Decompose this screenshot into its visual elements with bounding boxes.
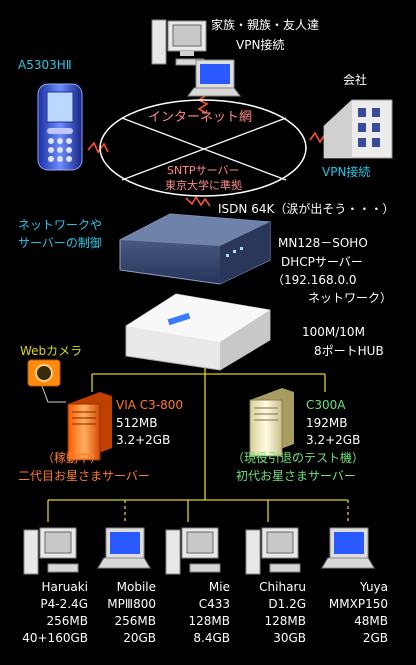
sntp-label-1: SNTPサーバー bbox=[167, 164, 240, 177]
client-mobile-hdd: 20GB bbox=[123, 631, 156, 645]
phone-control-label-1: ネットワークや bbox=[18, 218, 103, 232]
company-label: 会社 bbox=[343, 73, 368, 87]
server-2-mem: 512MB bbox=[116, 416, 158, 430]
router-label-1: MN128－SOHO bbox=[278, 236, 368, 250]
network-wires bbox=[47, 340, 349, 522]
phone-model-label: A5303HⅡ bbox=[18, 58, 72, 72]
company-building-icon bbox=[323, 99, 393, 159]
client-mie-mem: 128MB bbox=[188, 614, 231, 628]
client-pc-haruaki-icon bbox=[23, 527, 79, 575]
internet-label: インターネット網 bbox=[148, 110, 253, 125]
client-haruaki-hdd: 40+160GB bbox=[22, 631, 88, 645]
webcam-icon bbox=[27, 359, 61, 387]
family-pc-icon bbox=[151, 19, 207, 66]
router-label-4: ネットワーク） bbox=[308, 291, 393, 305]
family-laptop-icon bbox=[187, 59, 241, 97]
router-label-2: DHCPサーバー bbox=[281, 255, 363, 269]
hub-icon bbox=[125, 293, 271, 371]
client-chiharu-name: Chiharu bbox=[259, 580, 306, 594]
server-2-title: 二代目お星さまサーバー bbox=[18, 469, 150, 483]
client-haruaki-name: Haruaki bbox=[41, 580, 88, 594]
family-vpn-label: VPN接続 bbox=[236, 38, 285, 52]
client-chiharu-cpu: D1.2G bbox=[268, 597, 306, 611]
client-pc-mie-icon bbox=[165, 527, 221, 575]
server-1-name: C300A bbox=[306, 398, 346, 412]
client-mobile-cpu: MPⅢ800 bbox=[107, 597, 156, 611]
sntp-label-2: 東京大学に準拠 bbox=[165, 179, 242, 192]
client-laptop-mobile-icon bbox=[97, 527, 151, 569]
client-mie-hdd: 8.4GB bbox=[193, 631, 230, 645]
hub-label-2: 8ポートHUB bbox=[314, 344, 384, 358]
client-mobile-mem: 256MB bbox=[114, 614, 157, 628]
hub-label-1: 100M/10M bbox=[302, 325, 365, 339]
client-chiharu-hdd: 30GB bbox=[273, 631, 306, 645]
phone-control-label-2: サーバーの制御 bbox=[18, 236, 102, 250]
client-yuya-mem: 48MB bbox=[354, 614, 388, 628]
client-mie-cpu: C433 bbox=[198, 597, 230, 611]
server-2-icon bbox=[67, 392, 112, 461]
router-label-3: （192.168.0.0 bbox=[272, 273, 357, 287]
server-1-mem: 192MB bbox=[306, 416, 348, 430]
router-icon bbox=[119, 213, 271, 285]
webcam-label: Webカメラ bbox=[20, 344, 83, 358]
server-1-hdd: 3.2+2GB bbox=[306, 433, 361, 447]
client-laptop-yuya-icon bbox=[321, 527, 375, 569]
family-label: 家族・親族・友人達 bbox=[211, 18, 320, 32]
internet-cloud bbox=[99, 99, 307, 197]
client-yuya-name: Yuya bbox=[359, 580, 388, 594]
internet-links bbox=[87, 95, 331, 207]
client-mie-name: Mie bbox=[208, 580, 230, 594]
mobile-phone-icon bbox=[37, 83, 83, 171]
client-yuya-hdd: 2GB bbox=[362, 631, 388, 645]
server-1-icon bbox=[249, 388, 294, 457]
client-haruaki-mem: 256MB bbox=[46, 614, 89, 628]
server-2-name: VIA C3-800 bbox=[116, 398, 184, 412]
server-2-hdd: 3.2+2GB bbox=[116, 433, 171, 447]
client-yuya-cpu: MMXP150 bbox=[328, 597, 388, 611]
server-1-title: 初代お星さまサーバー bbox=[236, 469, 356, 483]
client-pc-chiharu-icon bbox=[245, 527, 301, 575]
client-mobile-name: Mobile bbox=[116, 580, 156, 594]
client-haruaki-cpu: P4-2.4G bbox=[40, 597, 88, 611]
client-chiharu-mem: 128MB bbox=[264, 614, 307, 628]
isdn-label: ISDN 64K（涙が出そう・・・） bbox=[218, 202, 395, 216]
server-2-status: （稼動中） bbox=[42, 451, 103, 465]
company-vpn-label: VPN接続 bbox=[322, 165, 371, 179]
webcam-cable bbox=[41, 385, 66, 403]
server-1-status: （現役引退のテスト機） bbox=[232, 451, 365, 465]
